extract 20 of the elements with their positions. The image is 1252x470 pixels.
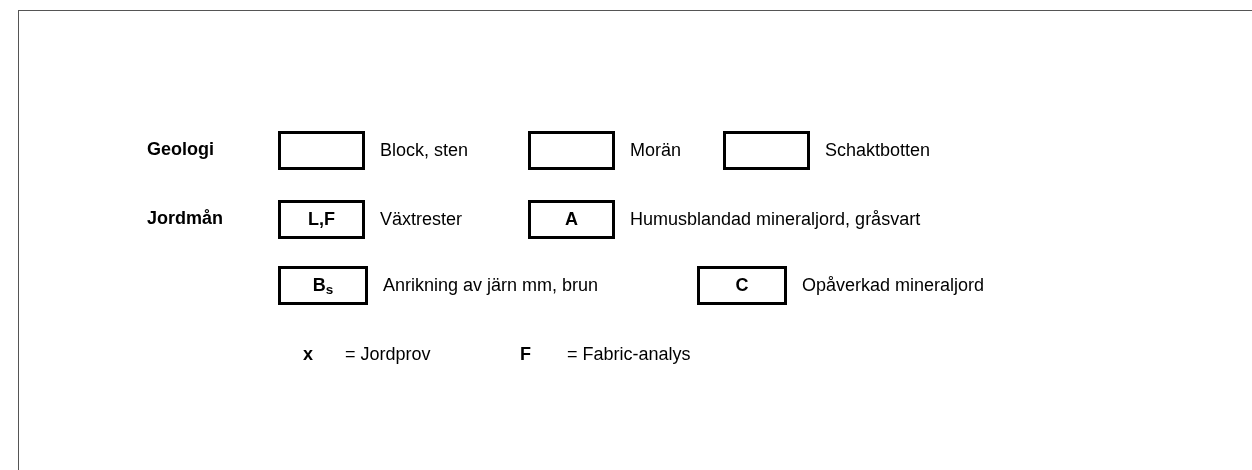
label-heading: F (520, 345, 531, 363)
description-text: Humusblandad mineraljord, gråsvart (630, 210, 921, 228)
description-text: Anrikning av järn mm, brun (383, 276, 599, 294)
empty-box (528, 131, 615, 170)
label-heading: Jordmån (147, 209, 224, 227)
label-heading: Geologi (147, 140, 214, 158)
description-text: Opåverkad mineraljord (802, 276, 985, 294)
description-text: Morän (630, 141, 682, 159)
label-text: = Fabric-analys (567, 345, 691, 363)
description-text: Växtrester (380, 210, 463, 228)
legend-box: B$_{s}$ (278, 266, 368, 305)
label-heading: x (303, 345, 313, 363)
description-text: Block, sten (380, 141, 469, 159)
empty-box (723, 131, 810, 170)
empty-box (278, 131, 365, 170)
legend-box: C (697, 266, 787, 305)
description-text: Schaktbotten (825, 141, 931, 159)
legend-box: L,F (278, 200, 365, 239)
label-text: = Jordprov (345, 345, 431, 363)
legend-box: A (528, 200, 615, 239)
